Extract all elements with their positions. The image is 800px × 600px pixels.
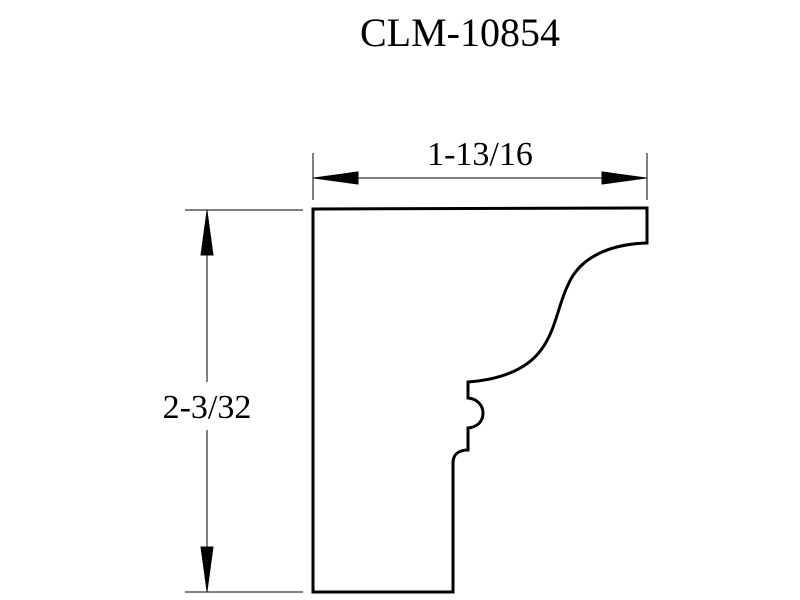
- width-label: 1-13/16: [427, 136, 533, 173]
- width-dimension: [312, 153, 648, 200]
- part-number-title: CLM-10854: [360, 10, 560, 55]
- arrow-up-icon: [200, 210, 214, 256]
- molding-profile: [311, 206, 649, 594]
- arrow-right-icon: [601, 171, 647, 185]
- arrow-down-icon: [200, 546, 214, 592]
- arrow-left-icon: [313, 171, 359, 185]
- height-label: 2-3/32: [163, 389, 252, 426]
- height-dimension: [185, 209, 303, 593]
